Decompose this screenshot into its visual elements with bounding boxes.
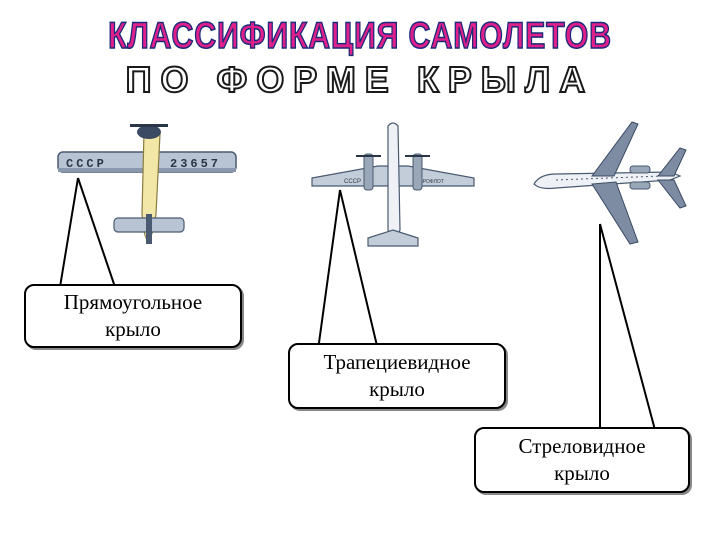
label-line: крыло — [554, 461, 610, 485]
label-line: Стреловидное — [518, 434, 646, 458]
wing-registration-right: 23657 — [170, 157, 221, 171]
wing-registration-left: СССР — [66, 157, 107, 171]
label-straight-wing: Прямоугольное крыло — [24, 284, 242, 348]
wing-airline-name: АЭРОФЛОТ — [416, 179, 444, 185]
swept-wing-aircraft-image — [533, 121, 687, 245]
label-line: Прямоугольное — [63, 290, 203, 314]
straight-wing-aircraft-image: СССР 23657 — [57, 124, 237, 244]
label-line: крыло — [105, 317, 161, 341]
slide-title: КЛАССИФИКАЦИЯ САМОЛЕТОВ — [107, 14, 612, 57]
tapered-wing-aircraft-image: СССР АЭРОФЛОТ — [311, 122, 475, 247]
wing-registration-left: СССР — [344, 179, 361, 185]
label-line: крыло — [369, 377, 425, 401]
leader-line-swept — [599, 223, 657, 431]
slide-subtitle: ПО ФОРМЕ КРЫЛА — [125, 59, 595, 101]
label-tapered-wing: Трапециевидное крыло — [288, 343, 506, 409]
label-line: Трапециевидное — [323, 350, 471, 374]
label-swept-wing: Стреловидное крыло — [474, 427, 690, 493]
